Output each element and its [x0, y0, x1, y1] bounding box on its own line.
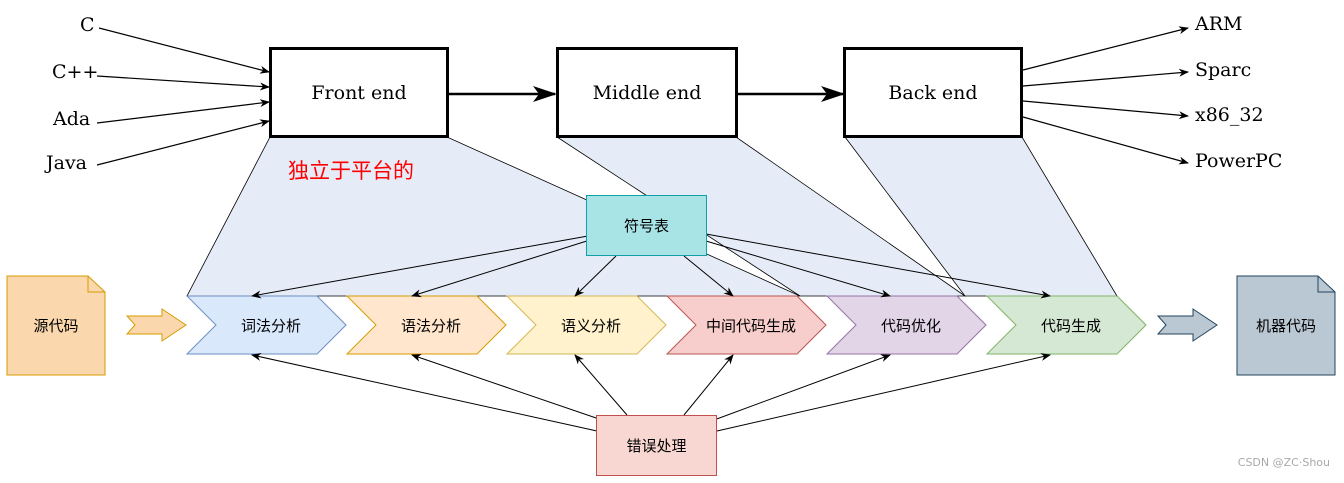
target-sparc: Sparc	[1195, 59, 1252, 81]
phase-chevron-syntax	[345, 295, 507, 355]
arrow-sparc	[1022, 68, 1189, 87]
phase-chevron-semantic	[505, 295, 667, 355]
phase-syntax-analysis: 语法分析	[400, 316, 461, 335]
source-flow-arrow	[125, 308, 187, 342]
arrow-ada	[96, 99, 270, 124]
platform-independent-label: 独立于平台的	[288, 159, 414, 183]
arrow-cpp	[96, 75, 270, 91]
phase-ir-generation: 中间代码生成	[705, 316, 796, 335]
language-ada: Ada	[53, 108, 91, 130]
arrow-arm	[1022, 26, 1189, 71]
arrow-x86	[1022, 100, 1189, 120]
source-code-label: 源代码	[33, 317, 79, 335]
machine-code-doc	[1236, 275, 1336, 376]
back-end-box: Back end	[843, 47, 1023, 138]
target-arm: ARM	[1195, 13, 1243, 35]
phase-chevron-ir	[665, 295, 827, 355]
target-x86: x86_32	[1195, 104, 1264, 126]
front-end-box: Front end	[269, 47, 449, 138]
source-code-doc	[6, 275, 106, 376]
phase-chevron-lexical	[185, 295, 347, 355]
language-cpp: C++	[52, 61, 99, 83]
symbol-table-arrows	[251, 233, 1051, 299]
phase-code-optimization: 代码优化	[880, 316, 941, 335]
watermark: CSDN @ZC·Shou	[1237, 456, 1330, 469]
phase-semantic-analysis: 语义分析	[560, 316, 621, 335]
error-handling-arrows	[251, 353, 1051, 432]
symbol-table-box: 符号表	[586, 195, 707, 256]
machine-code-label: 机器代码	[1255, 317, 1316, 335]
machine-flow-arrow	[1156, 308, 1218, 342]
language-c: C	[80, 14, 95, 36]
arrow-powerpc	[1022, 116, 1189, 165]
middle-end-box: Middle end	[556, 47, 738, 138]
phase-chevron-opt	[825, 295, 987, 355]
target-powerpc: PowerPC	[1195, 150, 1283, 172]
phase-chevron-codegen	[985, 295, 1147, 355]
arrow-java	[96, 119, 270, 166]
language-java: Java	[46, 152, 88, 174]
arrow-c	[98, 27, 270, 74]
phase-lexical-analysis: 词法分析	[240, 316, 301, 335]
error-handling-box: 错误处理	[596, 415, 717, 476]
phase-code-generation: 代码生成	[1040, 316, 1101, 335]
